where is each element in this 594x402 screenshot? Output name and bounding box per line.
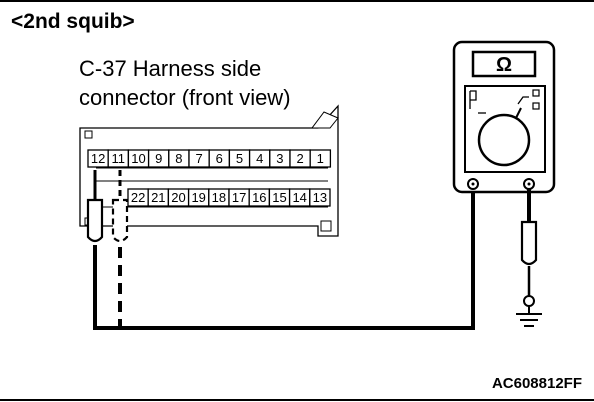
- test-probe-icon: [520, 189, 538, 307]
- pin-number: 9: [155, 151, 162, 166]
- pin-cell: [309, 149, 332, 168]
- pin-number: 3: [276, 151, 283, 166]
- meter-symbol: Ω: [496, 54, 512, 76]
- pin-number: 4: [256, 151, 263, 166]
- test-lead-dashed: [111, 170, 129, 330]
- pin-number: 11: [112, 151, 126, 166]
- pin-number: 12: [91, 151, 105, 166]
- figure-code: AC608812FF: [491, 375, 582, 392]
- pin-number: 7: [195, 151, 202, 166]
- connector-label-line2: connector (front view): [79, 85, 291, 110]
- test-lead-solid: [86, 170, 104, 330]
- pin-number: 6: [216, 151, 223, 166]
- pin-number: 14: [292, 190, 306, 205]
- pin-number: 10: [131, 151, 145, 166]
- pin-number: 17: [232, 190, 246, 205]
- pin-number: 1: [317, 151, 324, 166]
- connector-label-line1: C-37 Harness side: [79, 56, 262, 81]
- ohmmeter-icon: Ω: [452, 40, 556, 194]
- ground-icon: [516, 306, 542, 327]
- pin-number: 2: [296, 151, 303, 166]
- pin-number: 20: [171, 190, 185, 205]
- pin-number: 15: [272, 190, 286, 205]
- diagram-title: <2nd squib>: [11, 10, 135, 33]
- pin-number: 16: [252, 190, 266, 205]
- pin-number: 21: [151, 190, 165, 205]
- pin-cell: [309, 188, 331, 207]
- pin-number: 18: [212, 190, 226, 205]
- pin-number: 22: [131, 190, 145, 205]
- bottom-pin-row: 22 21 20 19 18 17 16 15 14 13: [127, 188, 331, 207]
- pin-number: 5: [236, 151, 243, 166]
- pin-number: 13: [313, 190, 327, 205]
- pin-number: 19: [191, 190, 205, 205]
- pin-number: 8: [175, 151, 182, 166]
